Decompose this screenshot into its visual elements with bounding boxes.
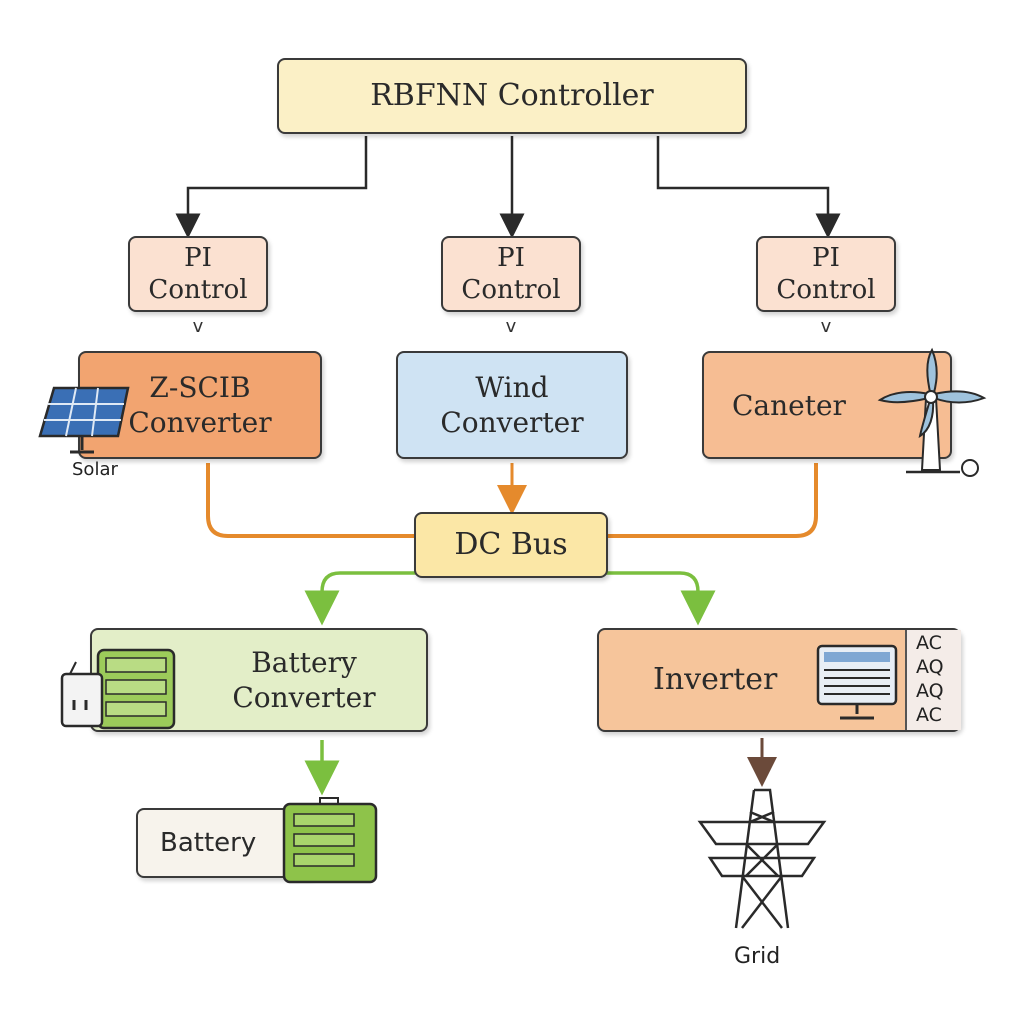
converter-label-line2: Converter [128, 406, 272, 439]
ac-labels-panel [905, 630, 961, 730]
inverter-box: Inverter [597, 628, 961, 732]
converter-label-line2: Converter [440, 406, 584, 439]
caret-wind: v [505, 316, 517, 337]
pi-label-line1: PI [812, 242, 840, 273]
battery-icon [282, 797, 378, 884]
solar-label: Solar [72, 459, 118, 480]
pi-label-line2: Control [148, 275, 248, 305]
wire-controller-pi3 [656, 136, 841, 239]
converter-label-line1: Wind [475, 371, 549, 404]
wind-turbine-icon [877, 347, 987, 477]
dc-bus-label: DC Bus [454, 527, 568, 563]
battery-converter-line2: Converter [232, 681, 376, 714]
controller-label: RBFNN Controller [370, 78, 654, 114]
ac-label-1: AC [916, 632, 942, 654]
battery-converter-device-icon [60, 648, 176, 730]
rbfnn-controller-box: RBFNN Controller [277, 58, 747, 134]
battery-converter-line1: Battery [251, 646, 357, 679]
pi-label-line1: PI [497, 242, 525, 273]
wire-dcbus-inverter [606, 571, 716, 626]
battery-label: Battery [160, 827, 257, 858]
caret-right: v [820, 316, 832, 337]
right-converter-box: Caneter [702, 351, 952, 459]
pi-label-line2: Control [776, 275, 876, 305]
pi-label-line1: PI [184, 242, 212, 273]
pi-label-line2: Control [461, 275, 561, 305]
wire-right-dcbus [608, 463, 818, 538]
dc-bus-box: DC Bus [414, 512, 608, 578]
caret-solar: v [192, 316, 204, 337]
converter-label: Caneter [732, 388, 846, 422]
wire-solar-dcbus [206, 463, 414, 538]
ac-label-2: AQ [916, 656, 944, 678]
inverter-label: Inverter [653, 662, 778, 698]
ac-label-4: AC [916, 704, 942, 726]
transmission-tower-icon [697, 788, 827, 929]
ac-label-3: AQ [916, 680, 944, 702]
wire-dcbus-battery-converter [304, 571, 416, 626]
converter-label-line1: Z-SCIB [149, 371, 251, 404]
wire-controller-pi1 [175, 136, 368, 239]
monitor-icon [816, 644, 898, 720]
solar-panel-icon [38, 386, 130, 454]
grid-label: Grid [734, 944, 781, 969]
